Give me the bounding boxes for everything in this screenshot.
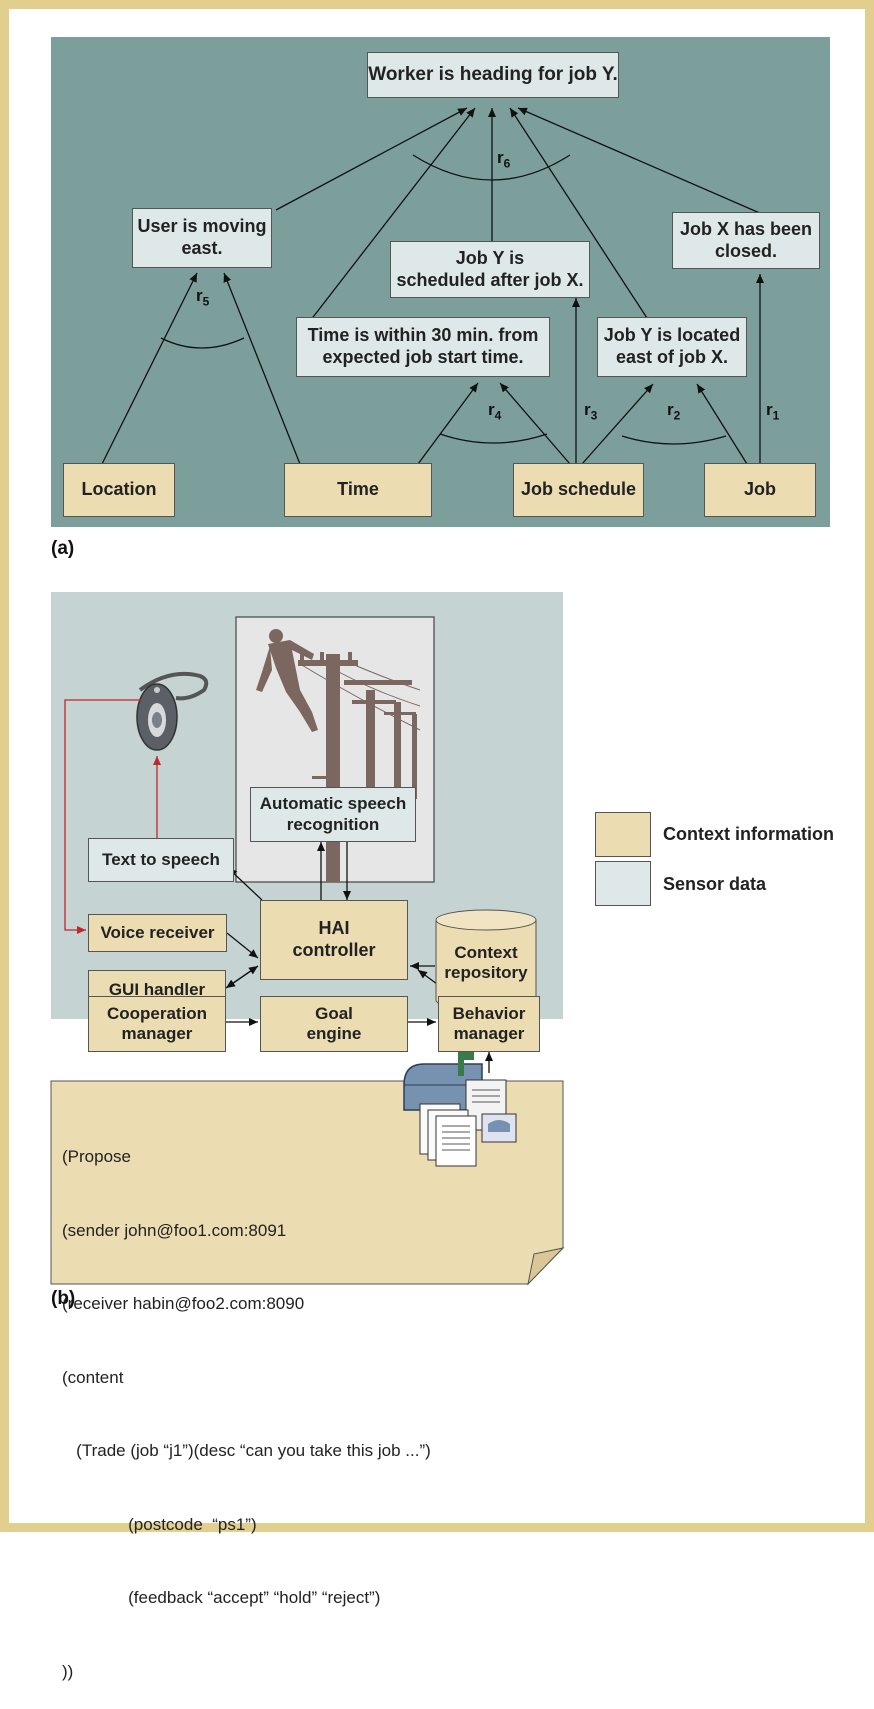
text-to-speech-label: Text to speech xyxy=(102,849,220,869)
input-time-label: Time xyxy=(337,479,379,500)
panel-a-connectors xyxy=(101,107,764,465)
goal-engine-box: Goal engine xyxy=(260,996,408,1052)
scheduled-after-text: Job Y is scheduled after job X. xyxy=(396,247,584,290)
legend-context-swatch xyxy=(595,812,651,857)
located-east-text: Job Y is located east of job X. xyxy=(603,325,741,367)
asr-label: Automatic speech recognition xyxy=(259,794,407,834)
behavior-manager-box: Behavior manager xyxy=(438,996,540,1052)
moving-east-box: User is moving east. xyxy=(132,208,272,268)
context-repository-box: Context repository xyxy=(436,930,536,996)
input-location-box: Location xyxy=(63,463,175,517)
rule-label-r4: r4 xyxy=(488,400,502,423)
message-line: (feedback “accept” “hold” “reject”) xyxy=(62,1588,381,1607)
panel-a-label: (a) xyxy=(51,538,75,559)
context-repository-label: Context repository xyxy=(444,942,528,982)
text-to-speech-box: Text to speech xyxy=(88,838,234,882)
cooperation-manager-label: Cooperation manager xyxy=(106,1003,208,1043)
goal-box: Worker is heading for job Y. xyxy=(367,52,619,98)
input-location-label: Location xyxy=(81,479,157,500)
message-line: )) xyxy=(62,1661,74,1681)
asr-box: Automatic speech recognition xyxy=(250,787,416,842)
job-closed-text: Job X has been closed. xyxy=(679,218,813,261)
legend-sensor-label: Sensor data xyxy=(663,874,767,894)
message-line: (Propose xyxy=(62,1147,131,1166)
mailbox-icon xyxy=(403,1052,517,1167)
input-job-schedule-box: Job schedule xyxy=(513,463,644,517)
goal-text: Worker is heading for job Y. xyxy=(368,63,618,85)
located-east-box: Job Y is located east of job X. xyxy=(597,317,747,377)
moving-east-text: User is moving east. xyxy=(137,216,267,258)
within-30-text: Time is within 30 min. from expected job… xyxy=(307,325,539,367)
input-job-box: Job xyxy=(704,463,816,517)
legend-context-label: Context information xyxy=(663,824,834,844)
input-job-schedule-label: Job schedule xyxy=(520,479,637,500)
job-closed-box: Job X has been closed. xyxy=(672,212,820,269)
goal-engine-label: Goal engine xyxy=(306,1003,362,1043)
rule-label-r5: r5 xyxy=(196,286,210,309)
input-time-box: Time xyxy=(284,463,432,517)
rule-label-r1: r1 xyxy=(766,400,780,423)
rule-label-r2: r2 xyxy=(667,400,681,423)
message-line: (sender john@foo1.com:8091 xyxy=(62,1220,287,1240)
message-text: (Propose (sender john@foo1.com:8091 (rec… xyxy=(62,1096,431,1709)
page-frame xyxy=(0,0,874,1532)
cooperation-manager-box: Cooperation manager xyxy=(88,996,226,1052)
hai-controller-box: HAI controller xyxy=(260,900,408,980)
rule-label-r3: r3 xyxy=(584,400,598,423)
message-line: (receiver habin@foo2.com:8090 xyxy=(62,1294,305,1313)
rule-label-r6: r6 xyxy=(497,148,511,171)
gui-handler-label: GUI handler xyxy=(108,979,206,999)
headset-icon xyxy=(136,671,209,751)
legend-sensor-swatch xyxy=(595,861,651,906)
message-line: (Trade (job “j1”)(desc “can you take thi… xyxy=(62,1441,431,1460)
panel-b-label: (b) xyxy=(51,1288,76,1309)
behavior-manager-label: Behavior manager xyxy=(452,1003,526,1043)
context-repository-cylinder xyxy=(435,909,537,1011)
within-30-box: Time is within 30 min. from expected job… xyxy=(296,317,550,377)
voice-receiver-box: Voice receiver xyxy=(88,914,227,952)
message-line: (content xyxy=(62,1367,124,1387)
message-line: (postcode “ps1”) xyxy=(62,1514,257,1534)
input-job-label: Job xyxy=(743,479,776,500)
voice-receiver-label: Voice receiver xyxy=(100,922,215,942)
scheduled-after-box: Job Y is scheduled after job X. xyxy=(390,241,590,298)
hai-controller-label: HAI controller xyxy=(292,918,376,960)
